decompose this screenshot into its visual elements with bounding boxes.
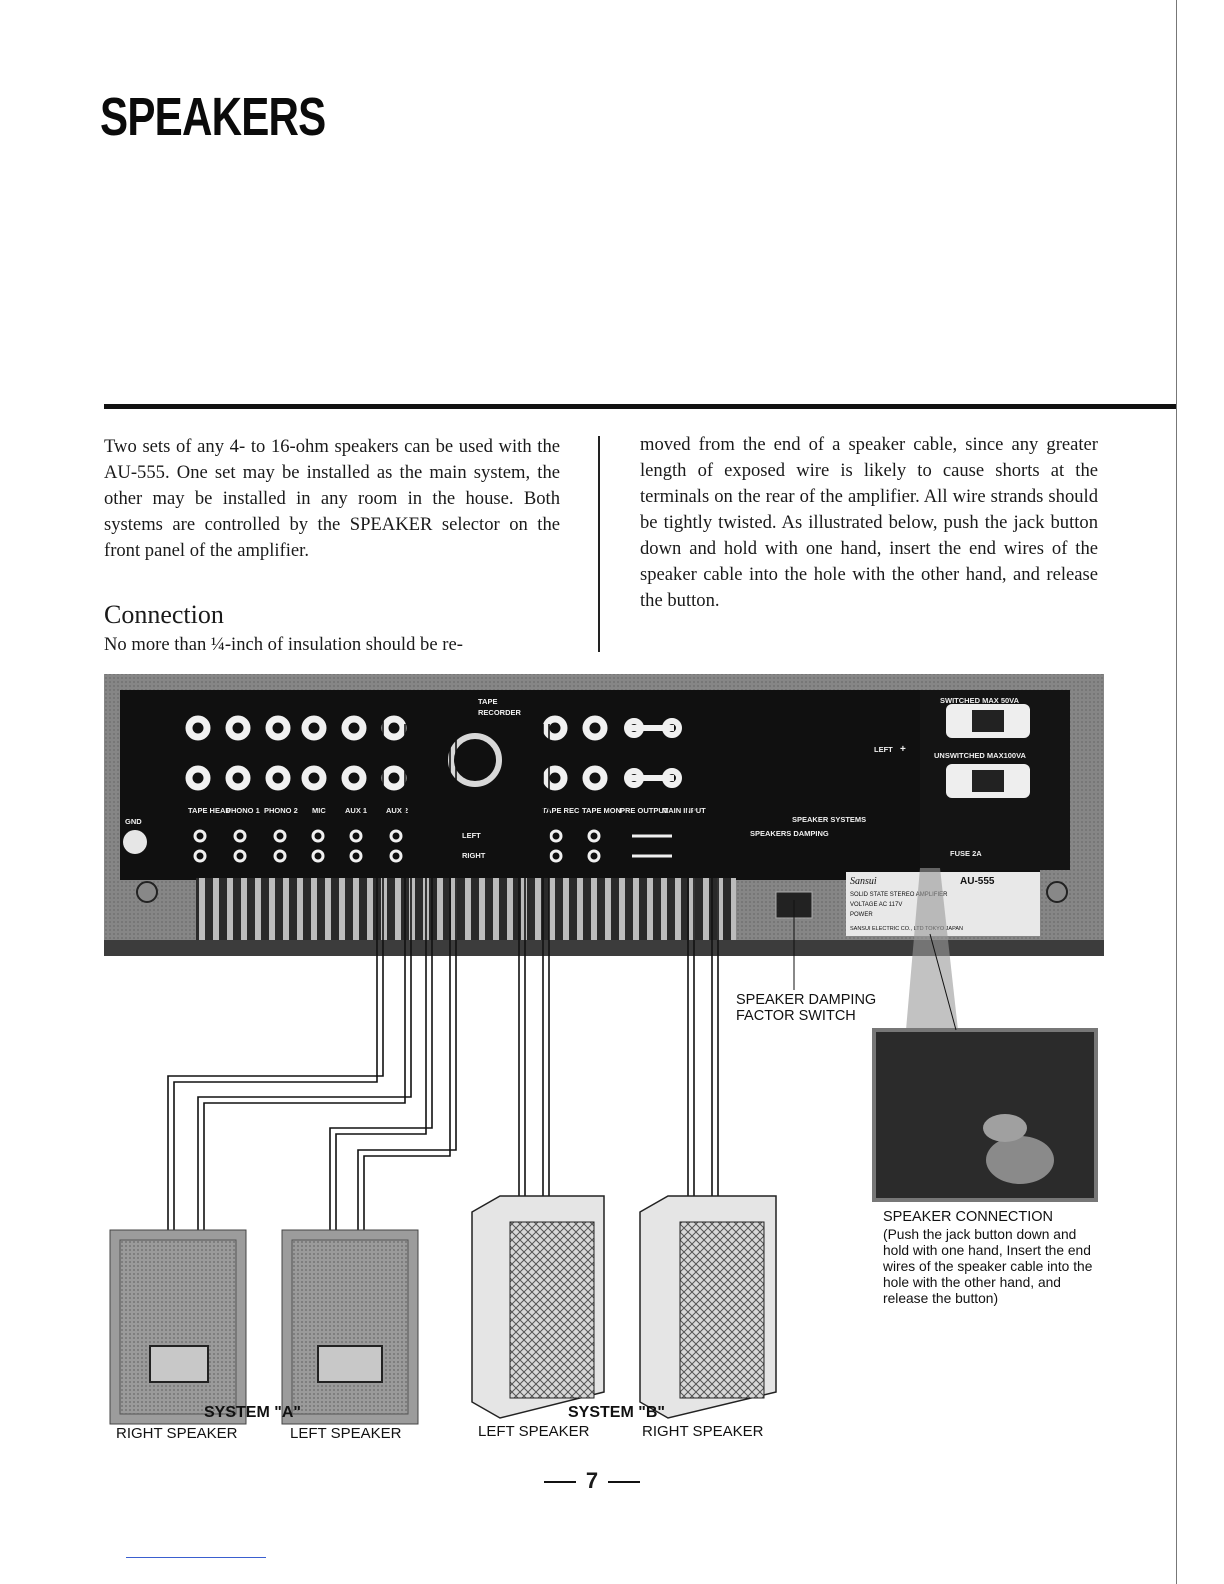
system-b-right-speaker xyxy=(639,1195,777,1419)
connection-paragraph-start: No more than ¼-inch of insulation should… xyxy=(104,634,463,655)
page-number: 7 xyxy=(0,1468,1184,1494)
section-rule xyxy=(104,404,1176,409)
system-b-right-speaker-label: RIGHT SPEAKER xyxy=(642,1423,764,1440)
input-label-tape-head: TAPE HEAD xyxy=(188,806,231,815)
input-label-phono-2: PHONO 2 xyxy=(264,806,298,815)
leader-lines xyxy=(793,900,957,1031)
left-terminal-label: LEFT xyxy=(874,745,893,754)
input-label-mic: MIC xyxy=(312,806,326,815)
nameplate-line-2: VOLTAGE AC 117V xyxy=(850,902,902,908)
damping-switch-caption: SPEAKER DAMPING FACTOR SWITCH xyxy=(736,992,876,1024)
recorder-label: RECORDER xyxy=(478,708,522,717)
right-channel-label: RIGHT xyxy=(462,851,486,860)
nameplate-brand: Sansui xyxy=(850,876,877,887)
input-jacks xyxy=(185,715,608,791)
label-tape-rec: TAPE REC xyxy=(542,806,580,815)
page-number-dash-left xyxy=(543,1481,576,1484)
nameplate-model: AU-555 xyxy=(960,876,995,887)
system-a-label: SYSTEM "A" xyxy=(204,1404,301,1421)
page-number-value: 7 xyxy=(585,1468,599,1493)
input-label-aux-2: AUX 2 xyxy=(386,806,408,815)
tape-label: TAPE xyxy=(478,697,497,706)
label-tape-mon: TAPE MON xyxy=(582,806,621,815)
page-title: SPEAKERS xyxy=(100,87,326,147)
system-a-right-speaker xyxy=(109,1229,247,1425)
connection-photo-caption: SPEAKER CONNECTION (Push the jack button… xyxy=(883,1209,1098,1307)
label-main-input: MAIN INPUT xyxy=(662,806,706,815)
page-edge-line xyxy=(1176,0,1177,1584)
screw-icon xyxy=(1046,881,1068,903)
system-a-left-speaker xyxy=(281,1229,419,1425)
intro-paragraph: Two sets of any 4- to 16-ohm speakers ca… xyxy=(104,436,560,561)
system-b-left-speaker-label: LEFT SPEAKER xyxy=(478,1423,590,1440)
switched-outlet-label: SWITCHED MAX 50VA xyxy=(940,696,1020,705)
connection-caption-title: SPEAKER CONNECTION xyxy=(883,1209,1053,1225)
shorting-bars xyxy=(624,718,682,788)
page-number-dash-right xyxy=(608,1481,641,1484)
gnd-label: GND xyxy=(125,817,142,826)
input-label-aux-1: AUX 1 xyxy=(345,806,367,815)
column-divider xyxy=(598,436,600,652)
connection-caption-text: (Push the jack button down and hold with… xyxy=(883,1227,1093,1306)
system-b-label: SYSTEM "B" xyxy=(568,1404,665,1421)
plus-label: + xyxy=(900,744,906,755)
fuse-label: FUSE 2A xyxy=(950,849,982,858)
damping-caption-line-1: SPEAKER DAMPING xyxy=(736,992,877,1008)
connection-heading: Connection xyxy=(104,600,224,629)
footer-rule xyxy=(126,1557,266,1558)
input-label-phono-1: PHONO 1 xyxy=(226,806,260,815)
unswitched-outlet-label: UNSWITCHED MAX100VA xyxy=(934,751,1027,760)
speakers-damping-small-label: SPEAKERS DAMPING xyxy=(750,829,829,838)
speaker-systems-label: SPEAKER SYSTEMS xyxy=(792,815,866,824)
nameplate-line-4: SANSUI ELECTRIC CO., LTD TOKYO JAPAN xyxy=(850,926,963,932)
screw-icon xyxy=(136,881,158,903)
left-channel-label: LEFT xyxy=(462,831,481,840)
gnd-terminal-icon xyxy=(123,830,147,854)
nameplate-line-3: POWER xyxy=(850,912,873,918)
connection-paragraph-continued: moved from the end of a speaker cable, s… xyxy=(640,434,1098,611)
nameplate-line-1: SOLID STATE STEREO AMPLIFIER xyxy=(850,892,948,898)
system-a-right-speaker-label: RIGHT SPEAKER xyxy=(116,1425,238,1442)
label-pre-output: PRE OUTPUT xyxy=(620,806,669,815)
ac-outlets xyxy=(946,704,1030,798)
damping-caption-line-2: FACTOR SWITCH xyxy=(736,1008,856,1024)
recorder-din-socket-icon xyxy=(448,733,502,787)
small-jacks xyxy=(193,829,672,863)
system-b-left-speaker xyxy=(471,1195,605,1419)
system-a-left-speaker-label: LEFT SPEAKER xyxy=(290,1425,402,1442)
